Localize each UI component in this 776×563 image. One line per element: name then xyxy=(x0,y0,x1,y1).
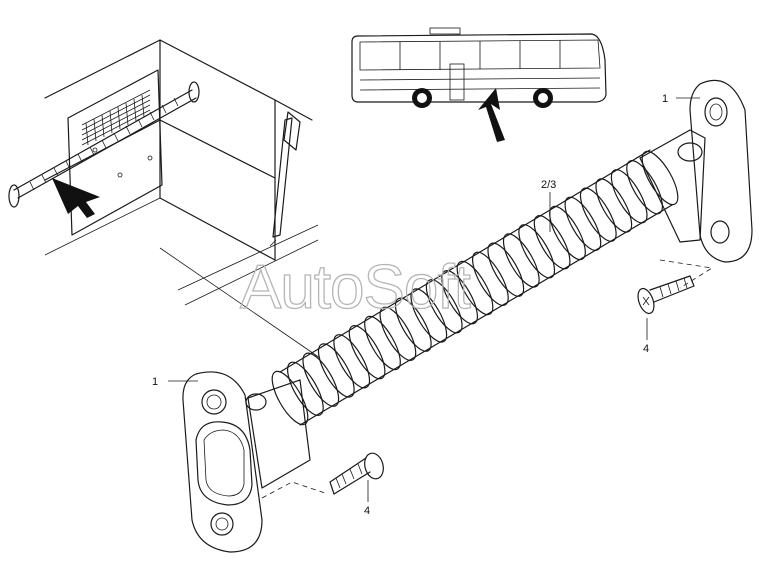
vent-grille xyxy=(81,89,151,146)
callout-2-3: 2/3 xyxy=(541,179,556,191)
hose-ring xyxy=(410,288,448,343)
hose-ring xyxy=(425,279,463,334)
hose-ring xyxy=(549,205,586,261)
hose-ring xyxy=(579,187,617,242)
hose-ring xyxy=(379,306,417,361)
inset-tube xyxy=(8,81,200,208)
corrugated-hose xyxy=(271,149,679,426)
callout-1-bottom: 1 xyxy=(152,376,158,388)
hose-ring xyxy=(641,150,679,206)
hose-ring xyxy=(348,325,386,380)
hose-ring xyxy=(441,270,478,325)
hose-ring xyxy=(287,361,324,416)
hose-ring xyxy=(518,224,556,279)
gas-strut xyxy=(269,111,301,247)
callout-1-top: 1 xyxy=(662,93,668,105)
watermark: AutoSoft xyxy=(240,253,471,322)
hose-ring xyxy=(533,215,571,270)
callout-4-right: 4 xyxy=(643,343,649,355)
flange-bottom-left xyxy=(182,371,311,553)
hose-ring xyxy=(595,178,633,233)
alignment-line-bottom xyxy=(261,481,329,499)
compartment-inset xyxy=(8,39,319,306)
hose-ring xyxy=(487,242,525,297)
hose-ring xyxy=(610,169,648,224)
flange-top-right xyxy=(639,79,753,263)
hose-ring xyxy=(472,251,509,306)
hose-ring xyxy=(394,297,432,352)
hose-ring xyxy=(456,260,494,316)
screw-bottom xyxy=(329,452,384,495)
hose-ring xyxy=(302,352,340,407)
hose-ring xyxy=(364,315,401,371)
hose-ring xyxy=(502,233,540,288)
hose-ring xyxy=(333,334,371,389)
hose-ring xyxy=(626,160,663,215)
callout-4-bottom: 4 xyxy=(364,505,370,517)
bus-side-view-icon xyxy=(351,27,607,142)
inset-arrow-icon xyxy=(52,178,100,218)
screw-right xyxy=(637,275,695,315)
hose-ring xyxy=(317,343,355,398)
hose-ring xyxy=(564,196,602,251)
bus-arrow-icon xyxy=(478,88,505,142)
leader-line xyxy=(159,247,321,359)
